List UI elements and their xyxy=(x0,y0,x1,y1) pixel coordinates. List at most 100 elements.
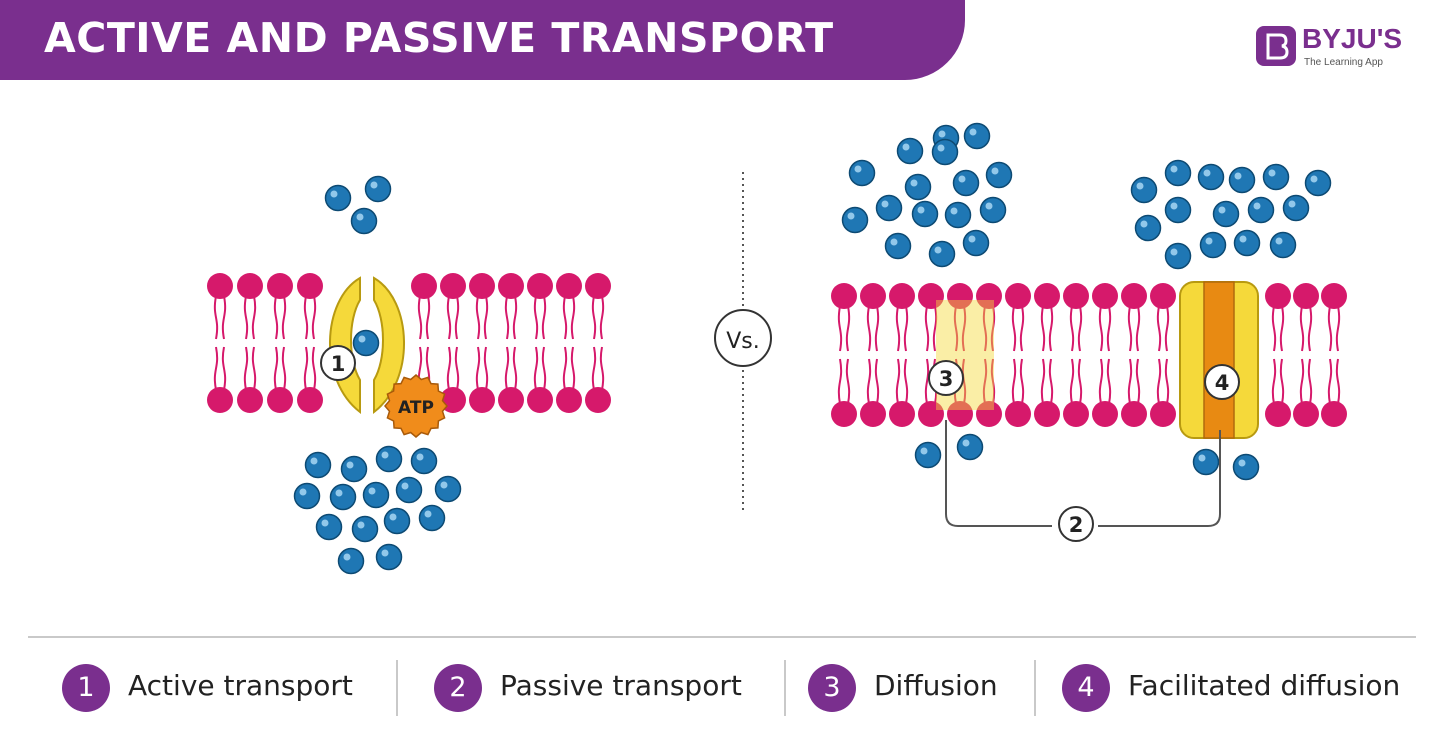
molecule xyxy=(375,543,403,571)
molecule-highlight xyxy=(985,202,993,210)
molecule xyxy=(841,206,869,234)
lipid-tail xyxy=(1135,305,1141,352)
lipid-tail xyxy=(845,358,851,405)
lipid-head xyxy=(297,273,323,299)
lipid-tail xyxy=(982,358,988,405)
phospholipid xyxy=(556,273,582,413)
molecule-body xyxy=(434,475,462,503)
molecule-body xyxy=(1130,176,1158,204)
marker-number: 4 xyxy=(1215,371,1230,395)
molecule-body xyxy=(979,196,1007,224)
molecule-body xyxy=(383,507,411,535)
legend-label: Facilitated diffusion xyxy=(1128,669,1401,702)
molecule-highlight xyxy=(1253,202,1261,210)
lipid-tail xyxy=(446,295,452,340)
lipid-head xyxy=(267,387,293,413)
molecule-body xyxy=(1212,200,1240,228)
legend-label: Active transport xyxy=(128,669,353,702)
molecule-body xyxy=(337,547,365,575)
phospholipid xyxy=(1063,283,1089,427)
molecule-highlight xyxy=(1288,200,1296,208)
molecule-body xyxy=(418,504,446,532)
lipid-tail xyxy=(961,358,967,405)
legend-separator xyxy=(784,660,786,716)
lipid-tail xyxy=(243,346,249,391)
lipid-tail xyxy=(562,295,568,340)
lipid-tail xyxy=(475,295,481,340)
molecule xyxy=(410,447,438,475)
molecule-body xyxy=(329,483,357,511)
brand-tagline: The Learning App xyxy=(1304,57,1383,68)
lipid-head xyxy=(237,387,263,413)
lipid-tail xyxy=(1048,305,1054,352)
molecule-highlight xyxy=(381,549,389,557)
molecule-highlight xyxy=(890,238,898,246)
molecule xyxy=(979,196,1007,224)
molecule xyxy=(418,504,446,532)
molecule-highlight xyxy=(330,190,338,198)
molecule-highlight xyxy=(358,335,366,343)
phospholipid xyxy=(1265,283,1291,427)
versus-badge xyxy=(714,309,772,367)
lipid-head xyxy=(918,401,944,427)
lipid-tail xyxy=(570,295,576,340)
lipid-tail xyxy=(1040,358,1046,405)
lipid-head xyxy=(976,401,1002,427)
lipid-tail xyxy=(1040,305,1046,352)
lipid-tail xyxy=(1127,358,1133,405)
molecule xyxy=(1164,196,1192,224)
molecule xyxy=(375,445,403,473)
phospholipid xyxy=(585,273,611,413)
phospholipid xyxy=(1034,283,1060,427)
lipid-tail xyxy=(311,295,317,340)
lipid-tail xyxy=(837,305,843,352)
molecule xyxy=(962,229,990,257)
lipid-tail xyxy=(221,346,227,391)
lipid-tail xyxy=(1077,305,1083,352)
lipid-head xyxy=(1265,401,1291,427)
molecule xyxy=(1197,163,1225,191)
molecule-highlight xyxy=(357,521,365,529)
phospholipid xyxy=(469,273,495,413)
lipid-tail xyxy=(512,346,518,391)
molecule xyxy=(304,451,332,479)
molecule xyxy=(395,476,423,504)
molecule xyxy=(364,175,392,203)
molecule-body xyxy=(304,451,332,479)
lipid-head xyxy=(585,387,611,413)
molecule xyxy=(1282,194,1310,222)
lipid-tail xyxy=(425,295,431,340)
molecule-highlight xyxy=(389,513,397,521)
lipid-head xyxy=(1293,401,1319,427)
lipid-tail xyxy=(1299,358,1305,405)
phospholipid xyxy=(527,273,553,413)
lipid-tail xyxy=(1335,305,1341,352)
molecule xyxy=(896,137,924,165)
molecule-highlight xyxy=(1170,202,1178,210)
lipid-tail xyxy=(562,346,568,391)
legend-label: Diffusion xyxy=(874,669,998,702)
lipid-tail xyxy=(1106,305,1112,352)
molecule-highlight xyxy=(343,553,351,561)
page-title: ACTIVE AND PASSIVE TRANSPORT xyxy=(44,14,834,62)
molecule-body xyxy=(1262,163,1290,191)
molecule xyxy=(340,455,368,483)
lipid-tail xyxy=(924,358,930,405)
lipid-tail xyxy=(1011,358,1017,405)
lipid-tail xyxy=(591,295,597,340)
molecule-highlight xyxy=(917,206,925,214)
marker-diffusion: 3 xyxy=(928,360,964,396)
molecule xyxy=(928,240,956,268)
molecule-highlight xyxy=(958,175,966,183)
lipid-head xyxy=(469,387,495,413)
legend-badge: 2 xyxy=(434,664,482,712)
molecule-body xyxy=(1164,196,1192,224)
molecule xyxy=(350,207,378,235)
phospholipid xyxy=(947,283,973,427)
molecule-highlight xyxy=(424,510,432,518)
molecule xyxy=(383,507,411,535)
molecule-body xyxy=(1282,194,1310,222)
molecule xyxy=(293,482,321,510)
lipid-tail xyxy=(599,346,605,391)
lipid-tail xyxy=(1307,305,1313,352)
